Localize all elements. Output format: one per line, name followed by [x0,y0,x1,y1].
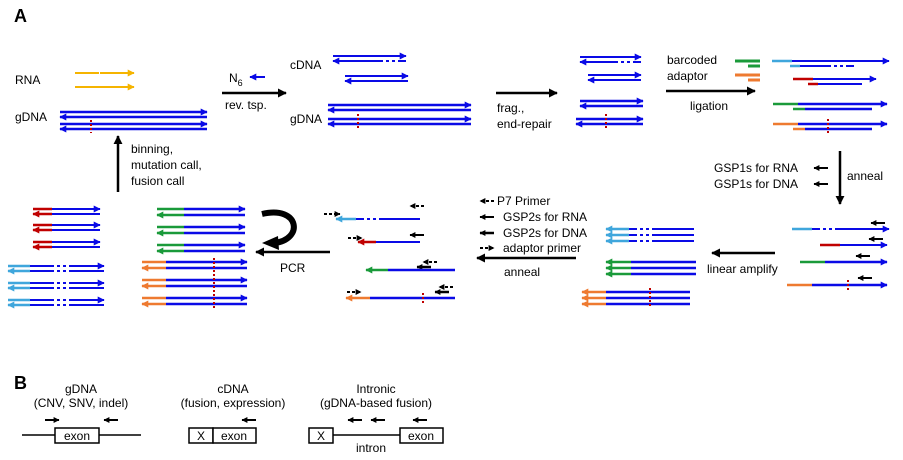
step-pcr: PCR [255,209,330,275]
intronic-subtitle: (gDNA-based fusion) [320,396,432,410]
adaptor-label-2: adaptor [667,69,708,83]
anneal-label-2: anneal [504,265,540,279]
step-anneal-gsp1: anneal GSP1s for RNA GSP1s for DNA [714,151,883,205]
stage-ligated [772,57,890,133]
stage-gsp1-annealed [787,220,890,291]
gsp1-rna-label: GSP1s for RNA [714,161,798,175]
design-intronic: Intronic (gDNA-based fusion) X intron ex… [308,382,444,455]
cdna-title: cDNA [217,382,248,396]
stage-linear-amplified [581,225,696,308]
stage-input: RNA gDNA [15,69,208,133]
legend-gsp2-dna: GSP2s for DNA [503,226,587,240]
analysis-label-1: binning, [131,142,173,156]
step-reverse-transcription: N6 rev. tsp. [222,71,287,112]
exon-box [212,427,257,444]
gdna-label-2: gDNA [290,112,322,126]
rt-label: rev. tsp. [225,98,267,112]
legend-p7: P7 Primer [497,194,550,208]
exon-label: exon [408,429,434,443]
legend-gsp2-rna: GSP2s for RNA [503,210,587,224]
frag-label-1: frag., [497,101,524,115]
x-label: X [197,429,205,443]
n6-label: N6 [229,71,243,88]
legend-adaptor: adaptor primer [503,241,581,255]
cdna-label: cDNA [290,58,321,72]
stage-gsp2-annealed [324,203,455,303]
stage-pcr-rna [7,205,105,309]
linear-label: linear amplify [707,262,778,276]
cdna-subtitle: (fusion, expression) [181,396,286,410]
stage-cdna: cDNA gDNA [290,52,472,128]
analysis-label-2: mutation call, [131,158,202,172]
pcr-label: PCR [280,261,306,275]
anneal-label-1: anneal [847,169,883,183]
step-analysis: binning, mutation call, fusion call [113,135,202,192]
intron-label: intron [356,441,386,455]
step-fragmentation: frag., end-repair [496,88,558,131]
gdna-title: gDNA [65,382,97,396]
gdna-label: gDNA [15,110,47,124]
panel-a-label: A [14,6,27,26]
step-ligation: barcoded adaptor ligation [666,53,760,113]
step-anneal-gsp2: anneal [476,253,576,279]
gdna-subtitle: (CNV, SNV, indel) [34,396,129,410]
design-cdna: cDNA (fusion, expression) X exon [181,382,286,444]
cycle-arrow-icon [261,209,297,246]
design-gdna: gDNA (CNV, SNV, indel) exon [22,382,141,444]
step-linear-amplify: linear amplify [707,248,778,276]
analysis-label-3: fusion call [131,174,184,188]
adaptor-label-1: barcoded [667,53,717,67]
exon-box [399,427,444,444]
primer-legend: P7 Primer GSP2s for RNA GSP2s for DNA ad… [479,194,587,255]
exon-label: exon [221,429,247,443]
rna-label: RNA [15,73,40,87]
stage-pcr-products [141,205,248,308]
gsp1-dna-label: GSP1s for DNA [714,177,798,191]
x-label: X [317,429,325,443]
stage-fragments [575,53,644,128]
frag-label-2: end-repair [497,117,552,131]
intronic-title: Intronic [356,382,395,396]
ligation-label: ligation [690,99,728,113]
exon-label: exon [64,429,90,443]
panel-b-label: B [14,373,27,393]
cycle-arrow-head [262,236,279,250]
